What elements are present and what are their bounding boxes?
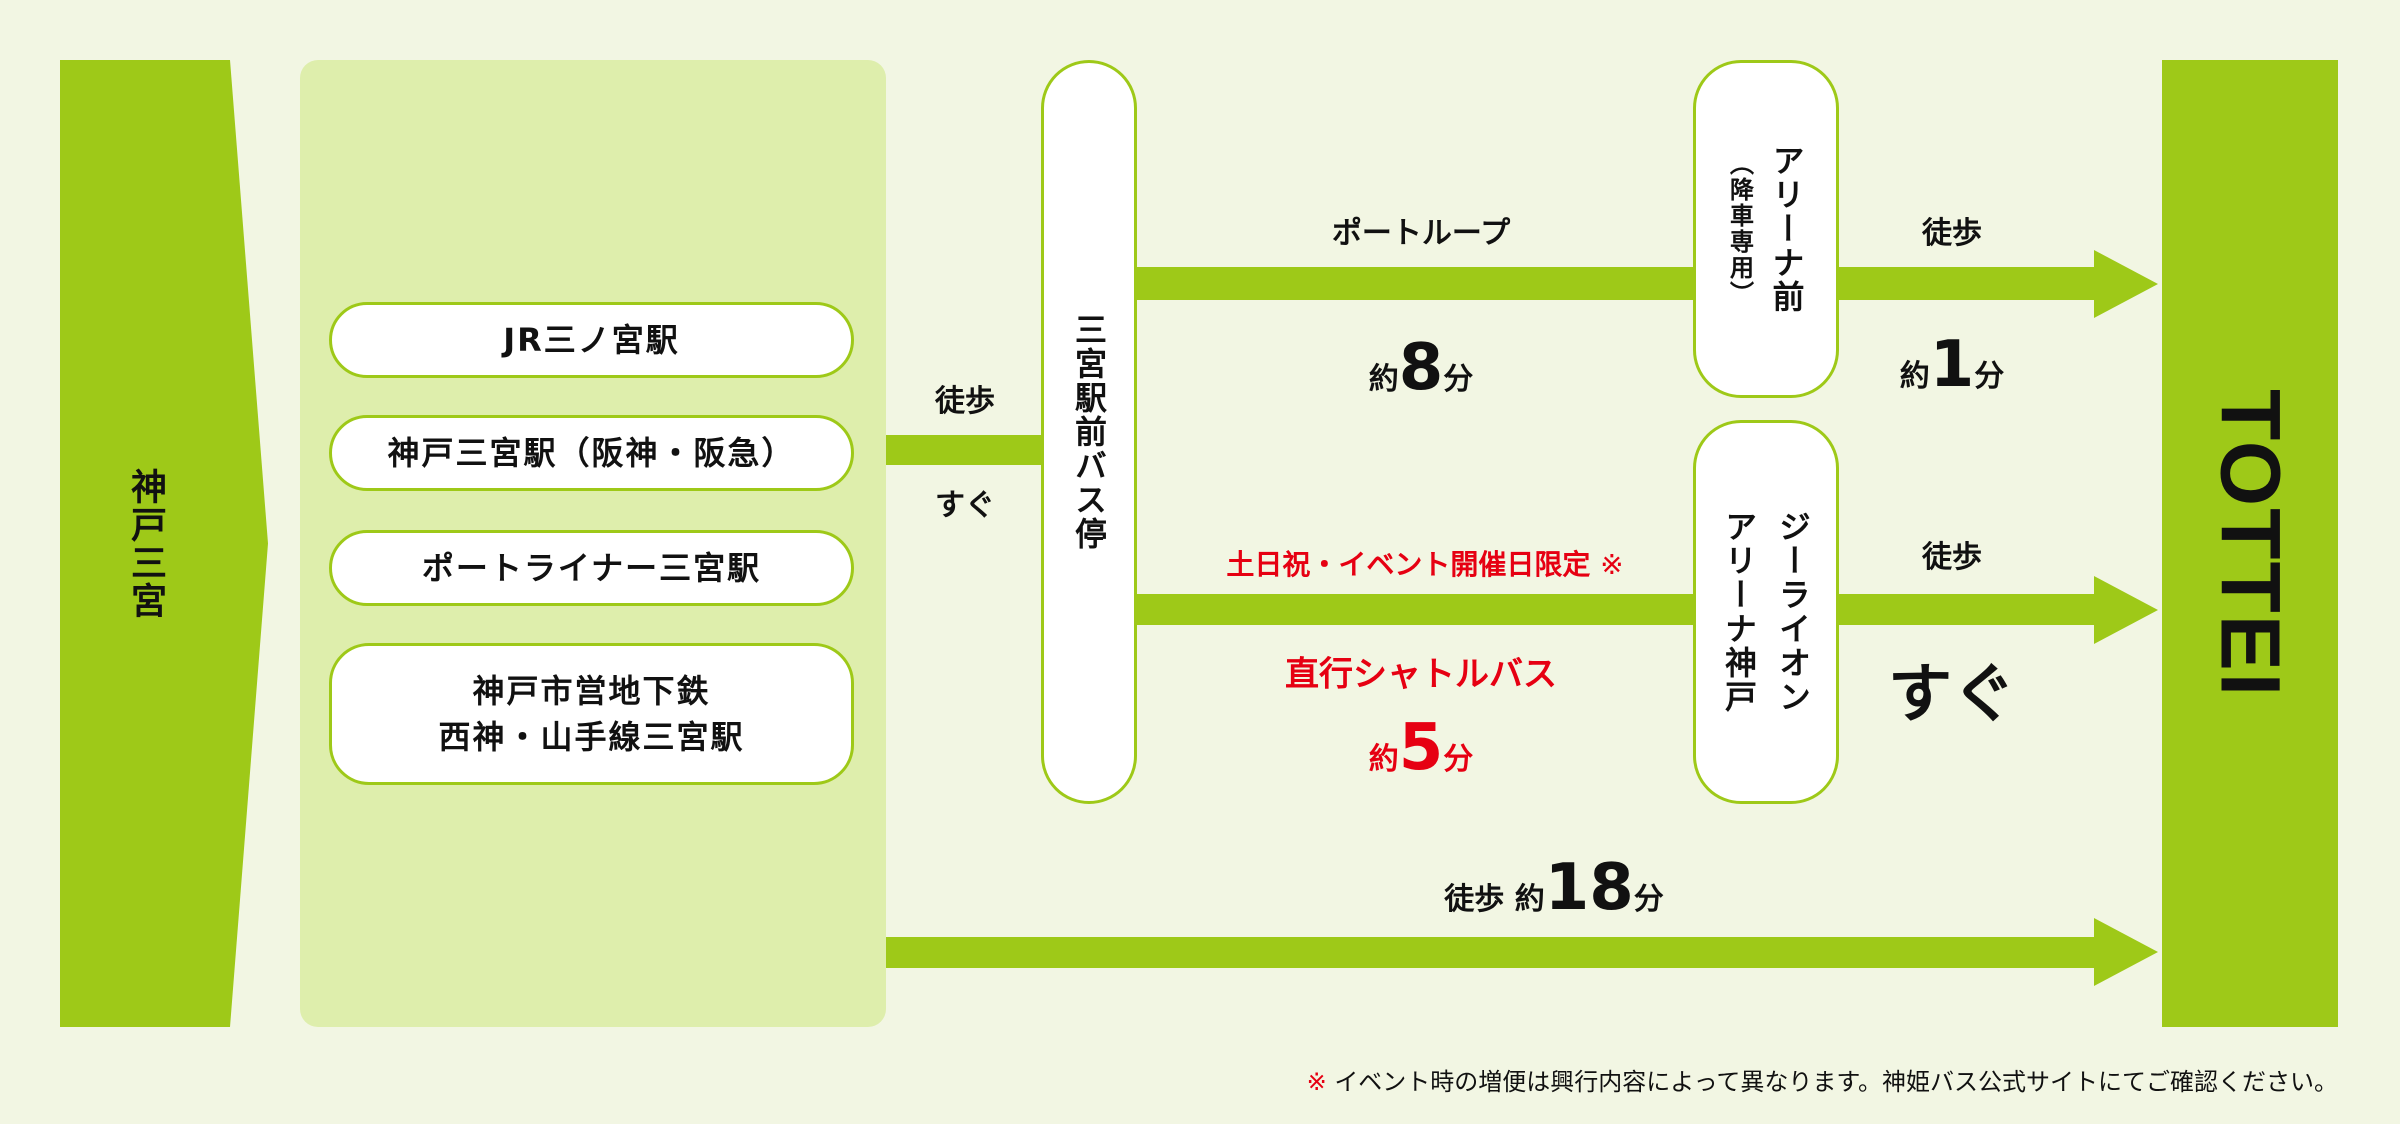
- stop-arena-mae-sub: （降車専用）: [1725, 151, 1754, 307]
- origin-arrow: [60, 60, 268, 1027]
- connector-walk: 徒歩: [935, 384, 995, 419]
- walk-arena-label: 徒歩: [1922, 216, 1982, 251]
- port-loop-name: ポートループ: [1331, 216, 1511, 251]
- station-portliner: ポートライナー三宮駅: [329, 530, 854, 606]
- walk-direct-label: 徒歩 約18分: [1444, 851, 1664, 925]
- walk-arena-time: 約1分: [1899, 328, 2005, 402]
- origin-label: 神戸三宮: [125, 467, 166, 620]
- connector-time: すぐ: [935, 488, 995, 523]
- shuttle-line: [1134, 594, 1696, 625]
- destination-tottei: TOTTEI: [2162, 60, 2338, 1027]
- arrow-head-icon: [2094, 250, 2158, 318]
- destination-label: TOTTEI: [2203, 388, 2298, 699]
- arrow-head-icon: [2094, 918, 2158, 986]
- arrow-head-icon: [2094, 576, 2158, 644]
- stop-glion-arena: ジーライオン アリーナ神戸: [1693, 420, 1839, 804]
- connector-bar: [886, 435, 1046, 465]
- shuttle-time: 約5分: [1368, 711, 1474, 785]
- station-subway: 神戸市営地下鉄 西神・山手線三宮駅: [329, 643, 854, 785]
- station-jr-sannomiya: JR三ノ宮駅: [329, 302, 854, 378]
- port-loop-time: 約8分: [1368, 331, 1474, 405]
- stop-glion-line2: アリーナ神戸: [1720, 510, 1758, 714]
- station-kobe-sannomiya: 神戸三宮駅（阪神・阪急）: [329, 415, 854, 491]
- bus-stop-sannomiya: 三宮駅前バス停: [1041, 60, 1137, 804]
- stop-arena-mae-label: アリーナ前: [1767, 144, 1806, 314]
- walk-glion-line: [1837, 594, 2097, 625]
- walk-glion-time: すぐ: [1888, 658, 2016, 732]
- walk-glion-label: 徒歩: [1922, 540, 1982, 575]
- stop-arena-mae: アリーナ前 （降車専用）: [1693, 60, 1839, 398]
- stop-glion-line1: ジーライオン: [1774, 510, 1812, 714]
- shuttle-condition: 土日祝・イベント開催日限定 ※: [1226, 548, 1624, 581]
- shuttle-name: 直行シャトルバス: [1285, 654, 1557, 695]
- origin-label-wrap: 神戸三宮: [60, 60, 230, 1027]
- footnote: ※ イベント時の増便は興行内容によって異なります。神姫バス公式サイトにてご確認く…: [1306, 1068, 2338, 1096]
- port-loop-line: [1134, 267, 1696, 300]
- walk-arena-line: [1837, 267, 2097, 300]
- walk-direct-line: [886, 937, 2097, 968]
- bus-stop-label: 三宮駅前バス停: [1070, 313, 1108, 551]
